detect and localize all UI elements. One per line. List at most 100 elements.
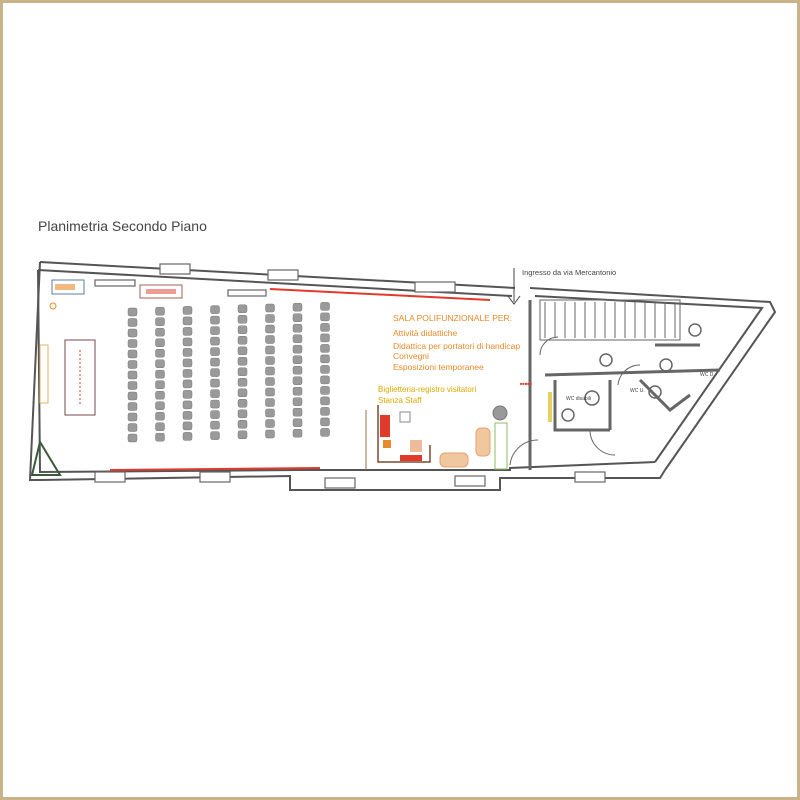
red-wall-strips (109, 288, 491, 471)
chair (265, 335, 275, 344)
chair (155, 359, 165, 368)
chair (210, 357, 220, 367)
chair (182, 421, 193, 431)
extinguisher-icon (49, 302, 57, 310)
chair (127, 370, 138, 380)
chair (182, 432, 193, 441)
chair (292, 344, 303, 354)
chair (237, 388, 248, 398)
chair (127, 307, 138, 317)
chair (320, 323, 330, 332)
chair (155, 432, 165, 442)
chair (182, 390, 193, 399)
chair (210, 347, 220, 356)
chair (155, 380, 165, 389)
corner-triangle (30, 439, 62, 476)
chair (155, 348, 165, 358)
room-label: WC disabili (566, 396, 591, 402)
chair (182, 358, 193, 368)
chair (237, 378, 248, 387)
cabinet (139, 284, 183, 299)
staircase (539, 299, 681, 341)
room-label: WC D. (700, 372, 715, 378)
chair (155, 401, 165, 410)
doors (509, 336, 641, 466)
chair (292, 376, 303, 385)
info-desk (51, 279, 85, 295)
chair (127, 349, 138, 359)
chair (127, 423, 138, 432)
hall-use: Esposizioni temporanee (393, 362, 484, 372)
yellow-ramp (548, 392, 552, 422)
chair (155, 369, 165, 379)
table (64, 339, 96, 416)
chair (292, 365, 303, 375)
windows (94, 263, 606, 489)
chair (127, 412, 138, 422)
chair (265, 408, 275, 418)
chair (237, 336, 248, 345)
chair (210, 336, 220, 346)
plan-title: Planimetria Secondo Piano (38, 218, 207, 234)
chair (292, 386, 303, 396)
chair (127, 318, 138, 327)
chair (320, 333, 330, 343)
staff-label: Stanza Staff (378, 396, 422, 405)
chair (237, 346, 248, 356)
chair (155, 422, 165, 431)
hall-use: Convegni (393, 351, 429, 361)
chair (237, 420, 248, 429)
chair (127, 360, 138, 369)
chair (182, 369, 193, 378)
chair (210, 305, 220, 314)
chair (265, 303, 275, 313)
chair (127, 391, 138, 401)
chair (155, 411, 165, 421)
chair (320, 386, 330, 395)
chair (320, 312, 330, 322)
chair (182, 411, 193, 420)
chair (292, 313, 303, 322)
chair (127, 339, 138, 348)
chair (155, 317, 165, 326)
chair (237, 304, 248, 314)
chair (320, 344, 330, 353)
hall-use: Didattica per portatori di handicap (393, 341, 520, 351)
chair (182, 306, 193, 315)
chair (237, 409, 248, 419)
red-label-small: ■■■■■ (520, 381, 533, 386)
chair (265, 377, 275, 386)
exhibit-pieces (439, 405, 508, 470)
chair (210, 378, 220, 388)
chair (210, 420, 220, 430)
chair (237, 315, 248, 324)
chair (182, 327, 193, 336)
chair (320, 396, 330, 406)
chair (127, 433, 138, 443)
chair (292, 302, 303, 312)
chair (155, 327, 165, 337)
chair (182, 316, 193, 326)
chair (182, 348, 193, 357)
chair (320, 407, 330, 416)
chair (155, 306, 165, 316)
chair (182, 337, 193, 347)
chair (320, 302, 330, 311)
chair (320, 375, 330, 385)
chair (155, 338, 165, 347)
hall-heading: SALA POLIFUNZIONALE PER: (393, 313, 512, 323)
ticket-booth (365, 405, 431, 470)
chair (292, 334, 303, 343)
chair (210, 368, 220, 377)
chair (265, 366, 275, 376)
chair (237, 357, 248, 366)
room-label: WC U. (630, 388, 645, 394)
chair (182, 400, 193, 410)
bathroom-walls (528, 300, 721, 470)
ticket-label: Biglietteria-registro visitatori (378, 385, 476, 394)
entrance-label: Ingresso da via Mercantonio (522, 268, 616, 277)
chair (265, 324, 275, 334)
chair (210, 326, 220, 335)
